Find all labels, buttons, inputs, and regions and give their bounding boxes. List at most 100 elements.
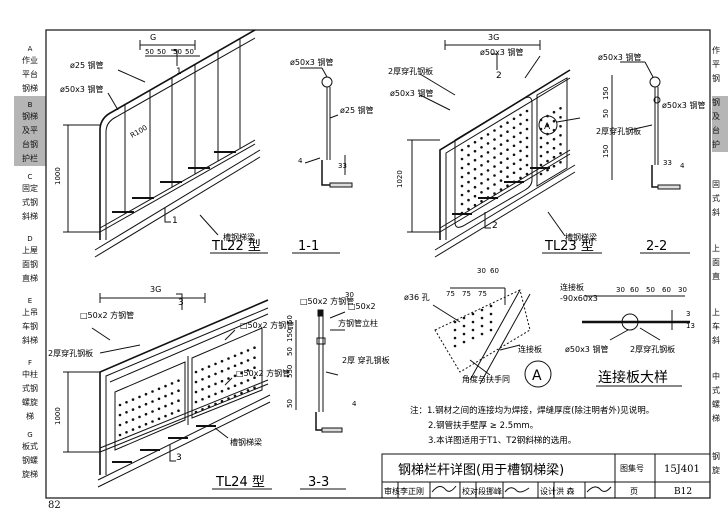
- perforation-hole: [138, 415, 141, 419]
- perforation-hole: [151, 420, 154, 423]
- perforation-hole: [194, 410, 198, 414]
- perforation-hole: [453, 336, 457, 340]
- perforation-hole: [220, 369, 224, 373]
- perforation-hole: [473, 203, 477, 207]
- tl22-dim-g: G: [150, 33, 156, 42]
- detail-holes: [453, 304, 493, 348]
- perforation-hole: [480, 191, 483, 194]
- perforation-hole: [499, 125, 503, 128]
- perforation-hole: [207, 365, 211, 368]
- perforation-hole: [473, 158, 477, 162]
- perforation-hole: [157, 417, 161, 421]
- perforation-hole: [480, 200, 483, 203]
- perforation-hole: [462, 340, 466, 344]
- detail-dims2-0: 30: [616, 286, 625, 294]
- tab-f[interactable]: F 中柱 式钢 螺旋 梯: [14, 354, 46, 424]
- perforation-hole: [539, 118, 543, 122]
- tl24-section-mark-bottom: 3: [176, 453, 182, 463]
- perforation-hole: [489, 312, 493, 316]
- perforation-hole: [118, 423, 122, 427]
- reviewer-name: 李正刚: [400, 486, 424, 496]
- perforation-hole: [525, 163, 529, 167]
- tl22-title: TL22 型: [211, 239, 261, 254]
- perforation-hole: [480, 316, 484, 320]
- perforation-hole: [480, 155, 483, 158]
- perforation-hole: [194, 380, 198, 384]
- perforation-hole: [207, 395, 211, 398]
- perforation-hole: [499, 143, 503, 146]
- perforation-hole: [220, 389, 224, 393]
- perforation-hole: [177, 389, 180, 393]
- perforation-hole: [194, 390, 198, 394]
- perforation-hole: [552, 137, 556, 141]
- perforation-hole: [525, 172, 529, 176]
- rtab[interactable]: 作 平 钢: [712, 46, 720, 83]
- tl22-dim-50-d: 50: [185, 48, 194, 56]
- detail-dim-13: 13: [686, 322, 695, 330]
- tab-c[interactable]: C 固定 式钢 斜梯: [14, 168, 46, 228]
- rtab[interactable]: 上 车 斜: [712, 308, 720, 345]
- perforation-hole: [201, 368, 204, 371]
- tab-d[interactable]: D 上屋 面钢 直梯: [14, 230, 46, 290]
- perforation-hole: [157, 407, 161, 411]
- perforation-hole: [471, 312, 475, 316]
- tab-e[interactable]: E 上吊 车钢 斜梯: [14, 292, 46, 352]
- tl23-perforations: [460, 107, 562, 215]
- rtab-active[interactable]: 钢 及 台 护: [712, 96, 728, 152]
- perforation-hole: [552, 119, 556, 123]
- perforation-hole: [552, 155, 556, 159]
- perforation-hole: [144, 402, 148, 406]
- perforation-hole: [546, 168, 549, 172]
- perforation-hole: [157, 397, 161, 401]
- perforation-hole: [460, 211, 464, 215]
- perforation-hole: [499, 188, 503, 191]
- perforation-hole: [473, 140, 477, 144]
- rtab[interactable]: 固 式 斜: [712, 180, 720, 217]
- perforation-hole: [240, 351, 243, 355]
- tl23-title: TL23 型: [544, 239, 594, 254]
- tl22-height: 1000: [54, 167, 62, 185]
- detail-link2-size: -90x60x3: [560, 294, 598, 303]
- perforation-hole: [170, 392, 174, 395]
- perforation-hole: [253, 366, 256, 370]
- perforation-hole: [499, 170, 503, 173]
- tab-label: 上屋 面钢 直梯: [22, 246, 38, 283]
- perforation-hole: [131, 428, 135, 431]
- tl23-label-plate: 2厚穿孔钢板: [388, 66, 433, 76]
- tab-label: 上吊 车钢 斜梯: [22, 308, 38, 345]
- perforation-hole: [546, 159, 549, 163]
- perforation-hole: [207, 405, 211, 408]
- tl23-section-mark-bottom: 2: [492, 221, 498, 231]
- tab-a[interactable]: A 作业 平台 钢梯: [14, 40, 46, 102]
- perforation-hole: [177, 379, 180, 383]
- tab-b-active[interactable]: B 钢梯 及平 台钢 护栏: [14, 96, 46, 166]
- sec3-dim-1: 150: [286, 329, 294, 342]
- perforation-hole: [453, 328, 457, 332]
- tab-letter: B: [27, 101, 33, 109]
- perforation-hole: [512, 171, 516, 175]
- perforation-hole: [559, 125, 562, 128]
- perforation-hole: [473, 167, 477, 171]
- page-label: 页: [630, 487, 638, 496]
- perforation-hole: [144, 412, 148, 416]
- tab-g[interactable]: G 板式 钢螺 旋梯: [14, 426, 46, 488]
- tl24-section-mark-top: 3: [178, 298, 184, 308]
- rtab[interactable]: 中 式 螺 梯: [712, 372, 720, 423]
- perforation-hole: [493, 174, 496, 177]
- tl22-label-handrail: ø50x3 钢管: [60, 84, 103, 94]
- perforation-hole: [506, 139, 509, 142]
- sec1-dim: 33: [338, 162, 347, 170]
- perforation-hole: [525, 154, 529, 158]
- perforation-hole: [539, 145, 543, 149]
- perforation-hole: [118, 413, 122, 417]
- detail-dims2-1: 60: [630, 286, 639, 294]
- rtab[interactable]: 上 面 直: [712, 244, 720, 281]
- rtab[interactable]: 钢 旋: [712, 452, 720, 475]
- perforation-hole: [138, 395, 141, 399]
- perforation-hole: [512, 180, 516, 184]
- detail-title: 连接板大样: [598, 369, 668, 386]
- tl24-perforations: [118, 346, 256, 437]
- perforation-hole: [151, 410, 154, 413]
- perforation-hole: [512, 135, 516, 139]
- sec2-dim-150-b: 150: [602, 145, 610, 158]
